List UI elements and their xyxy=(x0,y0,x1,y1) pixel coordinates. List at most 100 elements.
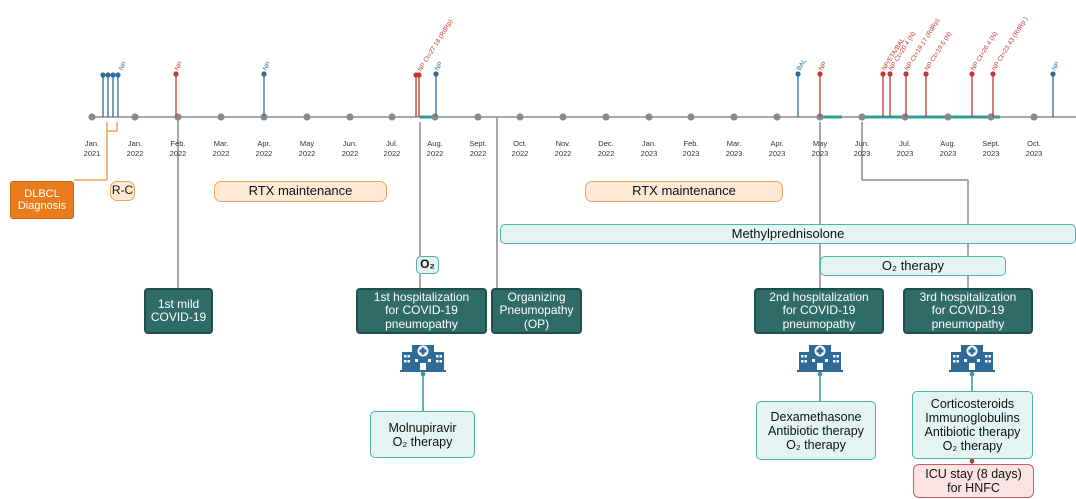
month-labels: Jan.2021Jan.2022Feb.2022Mar.2022Apr.2022… xyxy=(84,139,1043,158)
hospital-icon xyxy=(797,345,843,372)
rtx-maintenance-box-2: RTX maintenance xyxy=(585,181,783,202)
sample-marker-dot xyxy=(887,71,893,77)
month-label: Feb. xyxy=(170,139,185,148)
month-label: Sept. xyxy=(469,139,487,148)
month-dot xyxy=(602,113,610,121)
month-label: Aug. xyxy=(427,139,442,148)
connector-lines xyxy=(74,117,975,464)
year-label: 2022 xyxy=(427,149,444,158)
month-label: Jun. xyxy=(343,139,357,148)
sample-label: NP Ct=23.43 (RdRp ) xyxy=(991,16,1030,72)
month-label: Aug. xyxy=(940,139,955,148)
second-hospitalization-box: 2nd hospitalization for COVID-19 pneumop… xyxy=(754,288,884,334)
first-mild-covid-box: 1st mild COVID-19 xyxy=(144,288,213,334)
sample-marker-dot xyxy=(261,71,267,77)
connector-dot xyxy=(969,458,975,464)
sample-marker-dot xyxy=(990,71,996,77)
sample-label: NP xyxy=(174,61,185,72)
month-label: Jan. xyxy=(128,139,142,148)
year-label: 2023 xyxy=(940,149,957,158)
year-label: 2022 xyxy=(213,149,230,158)
sample-marker-dot xyxy=(923,71,929,77)
month-dot xyxy=(858,113,866,121)
year-label: 2023 xyxy=(641,149,658,158)
year-label: 2022 xyxy=(256,149,273,158)
treatment-box-3: Corticosteroids Immunoglobulins Antibiot… xyxy=(912,391,1033,459)
month-label: Jul. xyxy=(899,139,911,148)
year-label: 2022 xyxy=(512,149,529,158)
month-label: Oct. xyxy=(513,139,527,148)
month-label: May xyxy=(813,139,827,148)
year-label: 2023 xyxy=(726,149,743,158)
sample-marker-dot xyxy=(115,72,121,78)
sample-marker-dot xyxy=(110,72,116,78)
month-dot xyxy=(901,113,909,121)
year-label: 2023 xyxy=(769,149,786,158)
sample-marker-dot xyxy=(433,71,439,77)
treatment-box-1: Molnupiravir O₂ therapy xyxy=(370,411,475,458)
connector-dot xyxy=(969,371,975,377)
sample-marker-dot xyxy=(903,71,909,77)
methylprednisolone-box: Methylprednisolone xyxy=(500,224,1076,244)
year-label: 2023 xyxy=(897,149,914,158)
month-dot xyxy=(730,113,738,121)
year-label: 2022 xyxy=(555,149,572,158)
year-label: 2023 xyxy=(683,149,700,158)
year-label: 2022 xyxy=(470,149,487,158)
sample-label: NP xyxy=(434,61,445,72)
hospital-icon xyxy=(949,345,995,372)
year-label: 2022 xyxy=(299,149,316,158)
month-dot xyxy=(773,113,781,121)
sample-marker-dot xyxy=(416,72,422,78)
rtx-maintenance-box-1: RTX maintenance xyxy=(214,181,387,202)
month-label: Nov. xyxy=(556,139,571,148)
month-label: Mar. xyxy=(727,139,742,148)
year-label: 2023 xyxy=(854,149,871,158)
sample-label: NP xyxy=(262,61,273,72)
month-label: Jul. xyxy=(386,139,398,148)
year-label: 2023 xyxy=(1026,149,1043,158)
icu-stay-box: ICU stay (8 days) for HNFC xyxy=(913,464,1034,498)
sample-label: NP xyxy=(118,61,129,72)
sample-marker-dot xyxy=(969,71,975,77)
rc-box: R-C xyxy=(110,181,135,201)
month-dot xyxy=(944,113,952,121)
month-label: Jun. xyxy=(855,139,869,148)
o2-small-box: O₂ xyxy=(416,256,439,274)
sample-marker-dot xyxy=(1050,71,1056,77)
sample-marker-dot xyxy=(817,71,823,77)
month-dot xyxy=(516,113,524,121)
month-dot xyxy=(474,113,482,121)
month-label: Dec. xyxy=(598,139,613,148)
year-label: 2022 xyxy=(342,149,359,158)
month-dot xyxy=(431,113,439,121)
month-dot xyxy=(388,113,396,121)
month-label: Jan. xyxy=(642,139,656,148)
month-dot xyxy=(687,113,695,121)
month-label: Jan. xyxy=(85,139,99,148)
month-label: Feb. xyxy=(683,139,698,148)
year-label: 2022 xyxy=(170,149,187,158)
year-label: 2022 xyxy=(127,149,144,158)
month-dot xyxy=(346,113,354,121)
connector-dot xyxy=(420,371,426,377)
month-label: Apr. xyxy=(257,139,270,148)
month-dot xyxy=(645,113,653,121)
sample-marker-dot xyxy=(105,72,111,78)
dlbcl-diagnosis-box: DLBCL Diagnosis xyxy=(10,181,74,219)
month-label: Oct. xyxy=(1027,139,1041,148)
sample-marker-dot xyxy=(100,72,106,78)
month-label: May xyxy=(300,139,314,148)
month-dot xyxy=(217,113,225,121)
year-label: 2023 xyxy=(812,149,829,158)
year-label: 2022 xyxy=(598,149,615,158)
sample-label: BAL xyxy=(796,58,809,72)
month-label: Sept. xyxy=(982,139,1000,148)
first-hospitalization-box: 1st hospitalization for COVID-19 pneumop… xyxy=(356,288,487,334)
month-label: Mar. xyxy=(214,139,229,148)
sample-marker-dot xyxy=(173,71,179,77)
third-hospitalization-box: 3rd hospitalization for COVID-19 pneumop… xyxy=(903,288,1033,334)
organizing-pneumopathy-box: Organizing Pneumopathy (OP) xyxy=(491,288,582,334)
